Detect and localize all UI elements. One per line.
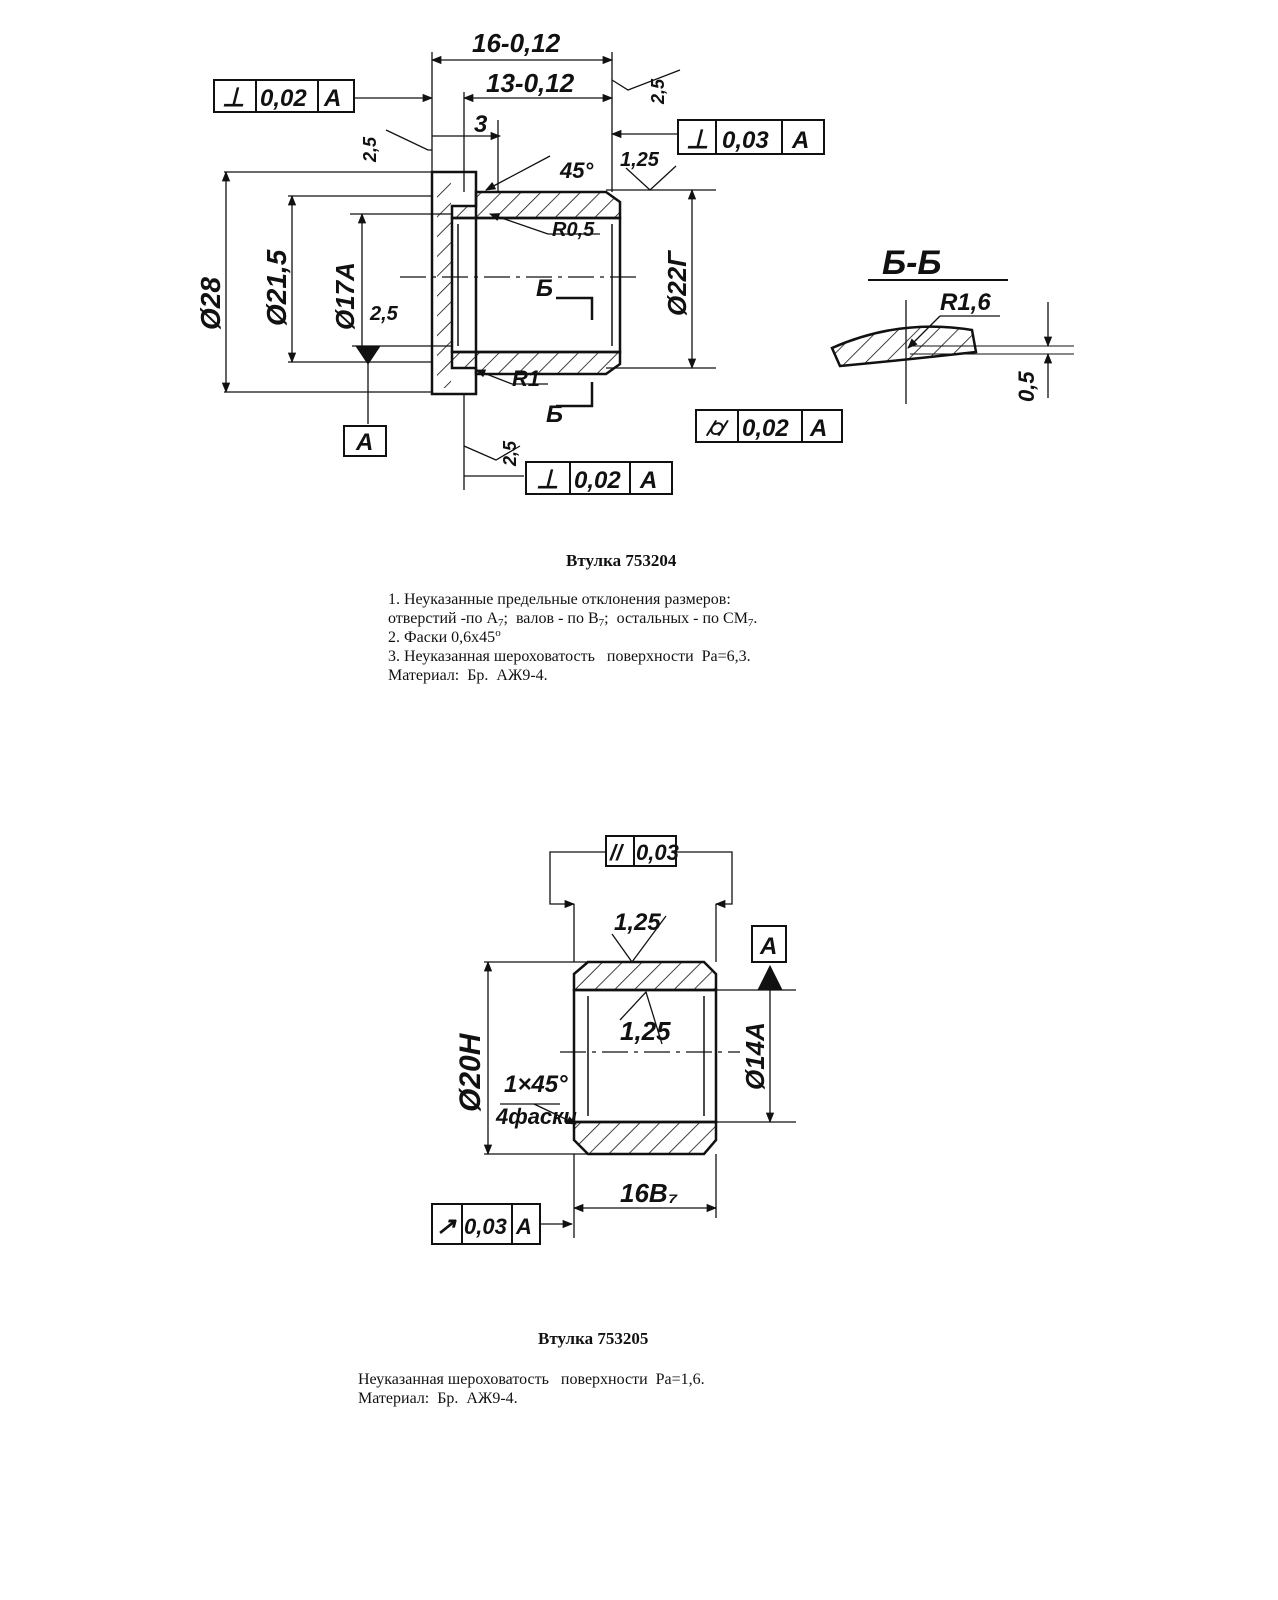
part1-note-4: 3. Неуказанная шероховатость поверхности…	[388, 648, 751, 665]
fcf-parallel-value: 0,03	[636, 840, 679, 865]
part2-notes: Неуказанная шероховатость поверхности Ра…	[358, 1370, 705, 1408]
dim-bore-length: 13-0,12	[486, 68, 575, 98]
fcf-3-datum: A	[809, 415, 827, 442]
part1-bore	[450, 216, 622, 354]
cut-mark-top: Б	[536, 275, 553, 302]
part1-note-2: отверстий -по А7; валов - по В7; остальн…	[388, 610, 758, 629]
part2-rough-top: 1,25	[614, 909, 661, 936]
fcf-parallel	[605, 835, 677, 867]
fcf-3	[695, 409, 843, 443]
part2-bore	[572, 988, 718, 1124]
part1-datum-triangle	[355, 345, 381, 365]
part1-flange	[430, 170, 478, 396]
rough-top: 2,5	[648, 78, 668, 105]
rough-bottom: 2,5	[500, 440, 520, 467]
part2-caption: Втулка 753205	[538, 1329, 649, 1348]
fcf-2	[677, 119, 825, 155]
dim-radius-inner: R0,5	[552, 219, 595, 241]
dim-total-length: 16-0,12	[472, 28, 561, 58]
fcf-runout-datum: A	[515, 1214, 532, 1239]
rough-left: 2,5	[360, 136, 380, 163]
part1-datum-box: A	[343, 425, 387, 457]
fcf-4-symbol: ⊥	[536, 464, 559, 494]
dim-angle: 45°	[559, 158, 593, 183]
part2-drawing	[483, 851, 796, 1238]
part2-datum-letter: A	[759, 933, 777, 960]
fcf-1-value: 0,02	[260, 85, 307, 112]
part2-dia-outer: Ø20Н	[454, 1032, 487, 1112]
part1-note-1: 1. Неуказанные предельные отклонения раз…	[388, 591, 731, 608]
dim-step: 3	[474, 111, 488, 138]
dim-dia-shaft: Ø22Г	[662, 250, 692, 316]
fcf-3-symbol: ⌭	[705, 412, 729, 442]
part1-note-3: 2. Фаски 0,6х45о	[388, 627, 501, 647]
section-depth: 0,5	[1014, 371, 1039, 402]
part2-chamfer-count: 4фаски	[495, 1104, 577, 1129]
fcf-runout-value: 0,03	[464, 1214, 507, 1239]
fcf-2-value: 0,03	[722, 127, 769, 154]
part2-note-1: Неуказанная шероховатость поверхности Ра…	[358, 1371, 705, 1388]
fcf-1	[213, 79, 355, 113]
part2-datum-box: A	[751, 925, 787, 963]
dim-dia-outer: Ø28	[195, 277, 226, 330]
dim-face: 2,5	[369, 303, 399, 325]
fcf-runout	[431, 1203, 541, 1245]
fcf-3-value: 0,02	[742, 415, 789, 442]
part1-drawing	[221, 52, 1074, 490]
section-label: Б-Б	[882, 244, 941, 282]
part1-caption: Втулка 753204	[566, 551, 677, 570]
section-view	[830, 325, 978, 368]
part1-notes: 1. Неуказанные предельные отклонения раз…	[388, 590, 757, 685]
part2-dia-bore: Ø14А	[740, 1022, 770, 1090]
fcf-4-value: 0,02	[574, 467, 621, 494]
part2-bottom-wall	[572, 1120, 718, 1156]
fcf-1-datum: A	[323, 85, 341, 112]
fcf-runout-symbol: ↗	[436, 1213, 457, 1240]
part2-top-wall	[572, 960, 718, 992]
fcf-2-symbol: ⊥	[686, 124, 709, 154]
rough-bore: 1,25	[620, 149, 660, 171]
part2-chamfer: 1×45°	[504, 1071, 568, 1098]
section-radius: R1,6	[940, 289, 991, 316]
fcf-4	[525, 461, 673, 495]
fcf-parallel-symbol: //	[609, 840, 625, 865]
fcf-2-datum: A	[791, 127, 809, 154]
part2-note-2: Материал: Бр. АЖ9-4.	[358, 1390, 518, 1407]
cut-mark-bottom: Б	[546, 401, 563, 428]
fcf-4-datum: A	[639, 467, 657, 494]
part2-rough-bore: 1,25	[620, 1016, 671, 1046]
fcf-1-symbol: ⊥	[222, 82, 245, 112]
part1-dimension-labels: 16-0,12 13-0,12 3 45° R0,5 R1 2,5 1,25 2…	[195, 28, 1039, 467]
part2-length: 16В₇	[620, 1178, 678, 1208]
dim-dia-mid: Ø21,5	[261, 249, 292, 326]
part1-bottom-wall	[450, 350, 622, 376]
part1-note-5: Материал: Бр. АЖ9-4.	[388, 667, 548, 684]
dim-radius-outer: R1	[512, 366, 540, 391]
part2-dimension-labels: 1,25 1,25 1×45° 4фаски 16В₇ Ø20Н Ø14А	[454, 909, 770, 1208]
part2-datum-triangle	[757, 964, 783, 991]
dim-dia-bore: Ø17A	[330, 262, 360, 330]
part1-datum-letter: A	[355, 429, 373, 456]
